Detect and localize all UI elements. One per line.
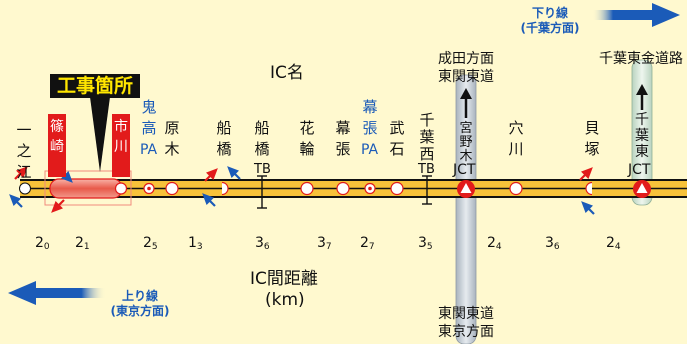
- onitaka-pa-name: 鬼高: [141, 98, 157, 137]
- up-direction-label: 上り線 (東京方面): [102, 289, 178, 319]
- distance-whole: 2: [487, 235, 496, 251]
- ic-name-header: IC名: [270, 63, 304, 83]
- shinozaki-ic-box: 篠崎: [48, 114, 66, 177]
- distance-frac: 6: [263, 242, 270, 252]
- distance-frac: 7: [325, 242, 332, 252]
- onitaka-pa-suffix: PA: [140, 142, 158, 158]
- distance-whole: 2: [606, 235, 615, 251]
- distance-whole: 2: [75, 235, 84, 251]
- anagawa-ic-name: 穴川: [508, 119, 524, 158]
- miyanogi-jct-marker: [457, 180, 475, 198]
- distance-value: 13: [188, 235, 203, 252]
- distance-frac: 4: [614, 242, 621, 252]
- miyanogi-up-arrow: [460, 88, 472, 118]
- miyanogi-jct-column: [455, 74, 477, 344]
- distance-whole: 3: [255, 235, 264, 251]
- shinozaki-ic-name: 篠崎: [50, 119, 64, 155]
- miyanogi-bottom-line1: 東関東道: [438, 306, 494, 322]
- onitaka-pa-dot: [147, 186, 151, 191]
- kaizuka-ic-marker: [585, 181, 593, 196]
- distance-frac: 0: [43, 242, 50, 252]
- distance-whole: 1: [188, 235, 197, 251]
- distance-header: IC間距離: [250, 269, 318, 289]
- kaizuka-ic-name: 貝塚: [584, 119, 600, 158]
- chibahigashi-up-arrow: [636, 84, 648, 110]
- chibanishi-tb-marker: [422, 175, 432, 205]
- distance-frac: 4: [495, 242, 502, 252]
- miyanogi-top-line2: 東関東道: [438, 69, 494, 85]
- distance-value: 37: [317, 235, 332, 252]
- distance-whole: 3: [418, 235, 427, 251]
- funabashi-ic-name: 船橋: [216, 119, 232, 158]
- miyanogi-jct-suffix: JCT: [453, 162, 476, 178]
- up-direction-sub: (東京方面): [110, 304, 170, 318]
- distance-whole: 2: [360, 235, 369, 251]
- chibanishi-tb-suffix: TB: [418, 162, 435, 177]
- distance-value: 27: [360, 235, 375, 252]
- ichikawa-ic-marker: [114, 182, 128, 195]
- distance-value: 35: [418, 235, 433, 252]
- down-direction-label: 下り線 (千葉方面): [515, 6, 585, 36]
- makuhari-pa-name: 幕張: [362, 98, 378, 137]
- funabashi-tb-marker: [257, 175, 267, 209]
- distance-value: 36: [255, 235, 270, 252]
- hanawa-ic-name: 花輪: [299, 119, 315, 158]
- haraki-ic-name: 原木: [164, 119, 180, 158]
- makuhari-pa-suffix: PA: [361, 142, 379, 158]
- distance-value: 25: [143, 235, 158, 252]
- distance-value: 24: [606, 235, 621, 252]
- makuhari-ic-marker: [336, 181, 350, 196]
- takeishi-ic-name: 武石: [389, 119, 405, 158]
- distance-frac: 6: [553, 242, 560, 252]
- miyanogi-top-line1: 成田方面: [438, 51, 494, 67]
- haraki-ic-marker: [165, 181, 179, 196]
- chibanishi-tb-name: 千葉西: [419, 111, 435, 163]
- construction-section: [44, 97, 132, 206]
- makuhari-ic-name: 幕張: [335, 119, 351, 158]
- distance-value: 21: [75, 235, 90, 252]
- ichikawa-ic-name: 市川: [114, 119, 128, 155]
- distance-frac: 5: [151, 242, 158, 252]
- makuhari-pa-dot: [368, 186, 372, 191]
- distance-frac: 5: [426, 242, 433, 252]
- miyanogi-jct-name: 宮野木: [459, 121, 473, 164]
- funabashi-tb-name: 船橋: [254, 119, 270, 158]
- construction-badge: 工事箇所: [50, 74, 140, 98]
- ichikawa-ic-box: 市川: [112, 114, 130, 177]
- hanawa-ic-marker: [300, 181, 314, 196]
- chibahigashi-jct-name: 千葉東: [635, 112, 649, 160]
- down-direction-text: 下り線: [531, 6, 568, 20]
- distance-whole: 2: [143, 235, 152, 251]
- funabashi-ic-marker: [221, 181, 229, 196]
- chibahigashi-jct-suffix: JCT: [628, 162, 651, 178]
- chibahigashi-jct-column: [631, 59, 653, 206]
- miyanogi-bottom-line2: 東京方面: [438, 324, 494, 340]
- down-direction-arrow: [592, 3, 680, 27]
- distance-value: 20: [35, 235, 50, 252]
- ramp-arrows: [9, 166, 595, 215]
- distance-whole: 3: [545, 235, 554, 251]
- funabashi-tb-suffix: TB: [254, 162, 271, 177]
- distance-value: 24: [487, 235, 502, 252]
- miyanogi-top-destination: 成田方面 東関東道: [433, 50, 499, 86]
- distance-value: 36: [545, 235, 560, 252]
- ichinoe-ic-marker: [19, 182, 31, 195]
- chibahigashi-top-destination: 千葉東金道路: [599, 51, 683, 67]
- distance-frac: 1: [83, 242, 90, 252]
- ichinoe-ic-name: 一之江: [16, 121, 32, 181]
- distance-frac: 3: [196, 242, 203, 252]
- takeishi-ic-marker: [390, 181, 404, 196]
- distance-whole: 2: [35, 235, 44, 251]
- distance-whole: 3: [317, 235, 326, 251]
- distance-frac: 7: [368, 242, 375, 252]
- down-direction-sub: (千葉方面): [520, 21, 580, 35]
- chibahigashi-jct-marker: [633, 180, 651, 198]
- up-direction-text: 上り線: [121, 289, 158, 303]
- miyanogi-bottom-destination: 東関東道 東京方面: [433, 305, 499, 341]
- up-direction-arrow: [8, 281, 106, 305]
- anagawa-ic-marker: [509, 181, 523, 196]
- distance-unit: (km): [265, 290, 305, 310]
